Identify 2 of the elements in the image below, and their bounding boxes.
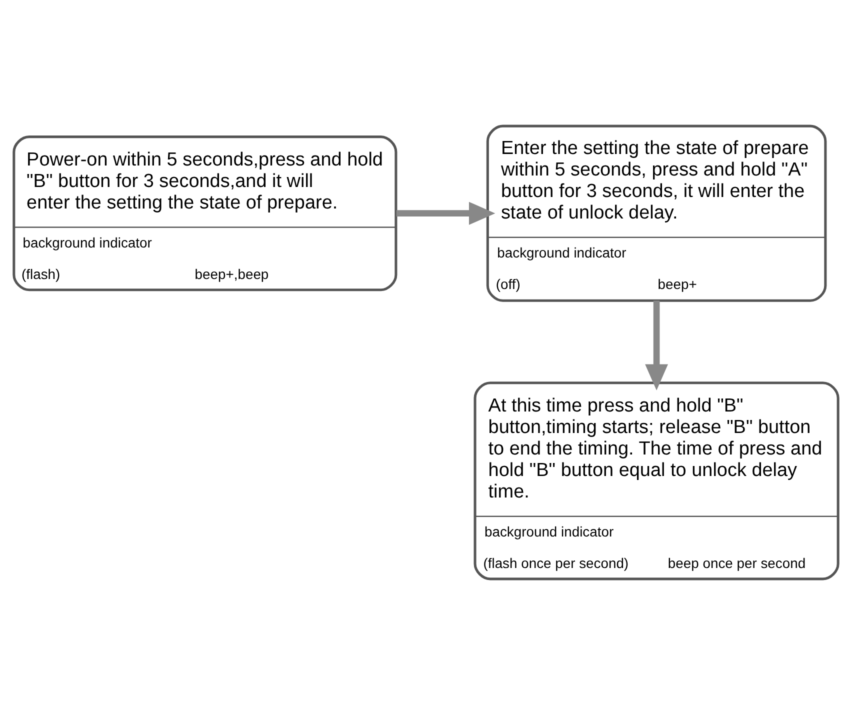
arrow (396, 202, 496, 225)
arrow (645, 300, 668, 390)
